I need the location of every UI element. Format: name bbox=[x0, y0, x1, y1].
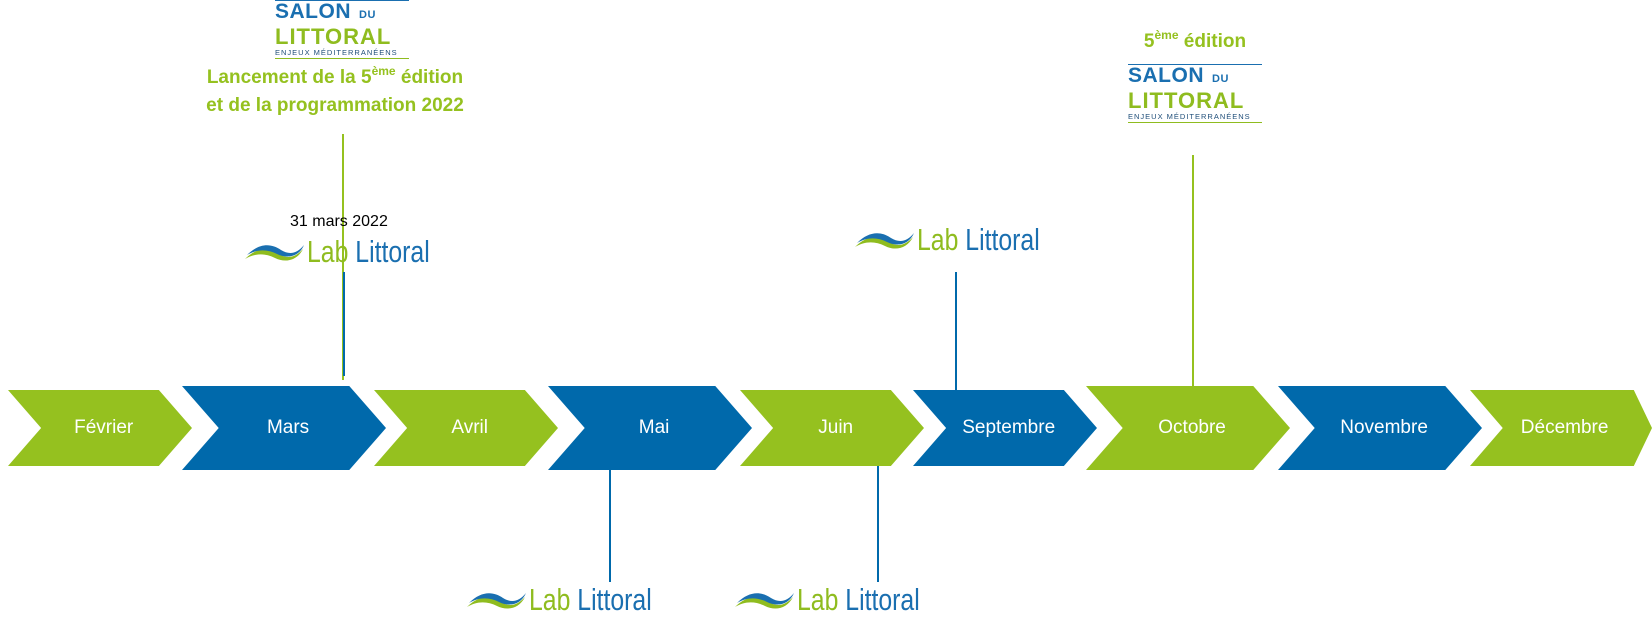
month-chevron-mars: Mars bbox=[182, 386, 386, 470]
salon-du-littoral-logo: SALON DU LITTORAL ENJEUX MÉDITERRANÉENS bbox=[1128, 64, 1262, 123]
salon-word: SALON bbox=[1128, 64, 1204, 87]
launch-event-line1: Lancement de la 5ème édition bbox=[206, 64, 464, 88]
connector-line-septembre bbox=[955, 272, 957, 390]
connector-line-octobre bbox=[1192, 155, 1194, 386]
connector-line-juin bbox=[877, 462, 879, 582]
month-label: Mars bbox=[266, 417, 310, 438]
connector-line-mars bbox=[342, 134, 344, 380]
lab-littoral-logo: Lab Littoral bbox=[733, 580, 950, 620]
month-label: Mai bbox=[638, 417, 670, 438]
du-word: DU bbox=[359, 9, 376, 21]
littoral-word: LITTORAL bbox=[1128, 88, 1245, 113]
lab-littoral-text: Lab Littoral bbox=[529, 582, 652, 617]
edition-event-text: 5ème édition bbox=[1143, 28, 1247, 52]
connector-line-mai bbox=[609, 466, 611, 582]
lab-littoral-logo: Lab Littoral bbox=[853, 220, 1070, 260]
wave-icon bbox=[245, 245, 304, 261]
month-chevron-avril: Avril bbox=[374, 390, 558, 466]
month-label: Juin bbox=[818, 417, 854, 438]
lab-littoral-text: Lab Littoral bbox=[917, 222, 1040, 257]
lab-littoral-text: Lab Littoral bbox=[307, 234, 430, 269]
month-label: Février bbox=[74, 417, 134, 438]
salon-du-littoral-logo: SALON DU LITTORAL ENJEUX MÉDITERRANÉENS bbox=[275, 0, 409, 59]
month-label: Novembre bbox=[1340, 417, 1428, 438]
month-chevron-novembre: Novembre bbox=[1278, 386, 1482, 470]
salon-word: SALON bbox=[275, 0, 351, 23]
month-chevron-septembre: Septembre bbox=[913, 390, 1097, 466]
month-label: Avril bbox=[451, 417, 488, 438]
enjeux-word: ENJEUX MÉDITERRANÉENS bbox=[275, 48, 398, 57]
month-label: Octobre bbox=[1158, 417, 1226, 438]
month-chevron-juin: Juin bbox=[740, 390, 924, 466]
du-word: DU bbox=[1212, 73, 1229, 85]
lab-littoral-logo: Lab Littoral bbox=[243, 232, 460, 272]
launch-event-text: Lancement de la 5ème édition et de la pr… bbox=[150, 64, 520, 120]
month-label: Septembre bbox=[962, 417, 1056, 438]
wave-icon bbox=[855, 233, 914, 249]
wave-icon bbox=[467, 593, 526, 609]
wave-icon bbox=[735, 593, 794, 609]
enjeux-word: ENJEUX MÉDITERRANÉENS bbox=[1128, 112, 1251, 121]
month-chevron-decembre: Décembre bbox=[1470, 390, 1652, 466]
connector-line-mars-lab bbox=[343, 272, 345, 376]
month-chevron-mai: Mai bbox=[548, 386, 752, 470]
littoral-word: LITTORAL bbox=[275, 24, 392, 49]
month-chevron-fevrier: Février bbox=[8, 390, 192, 466]
month-label: Décembre bbox=[1520, 417, 1609, 438]
lab-littoral-text: Lab Littoral bbox=[797, 582, 920, 617]
march-date-label: 31 mars 2022 bbox=[290, 213, 388, 230]
lab-littoral-logo: Lab Littoral bbox=[465, 580, 682, 620]
launch-event-line2: et de la programmation 2022 bbox=[206, 95, 464, 116]
month-chevron-octobre: Octobre bbox=[1086, 386, 1290, 470]
